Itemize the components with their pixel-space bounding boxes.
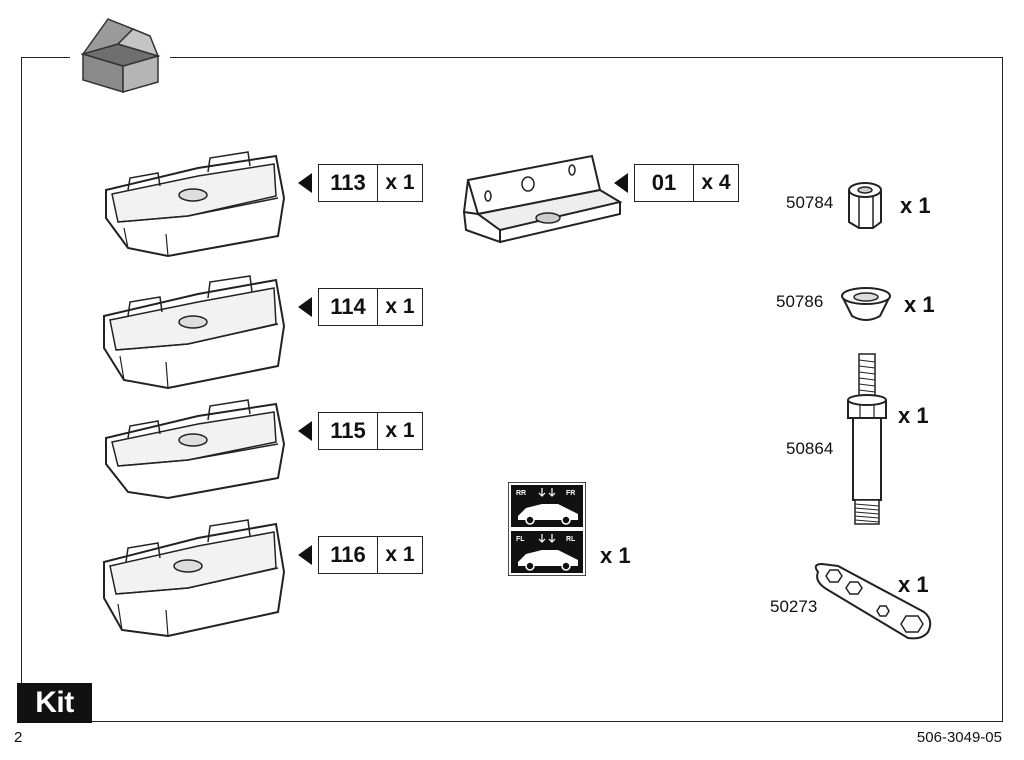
part-code: 114 xyxy=(318,288,378,326)
part-qty: x 1 xyxy=(378,164,423,202)
part-qty: x 1 xyxy=(378,412,423,450)
document-number: 506-3049-05 xyxy=(916,729,1002,746)
nut-qty: x 1 xyxy=(900,193,931,218)
part-code: 01 xyxy=(634,164,694,202)
callout-footpad-113: 113 x 1 xyxy=(298,164,423,202)
part-code: 115 xyxy=(318,412,378,450)
footpad-116-icon xyxy=(103,519,286,638)
footpad-114-icon xyxy=(103,275,286,390)
sticker-qty: x 1 xyxy=(600,543,631,568)
pointer-arrow-icon xyxy=(298,173,312,193)
part-qty: x 1 xyxy=(378,536,423,574)
wrench-icon xyxy=(814,562,932,640)
spacer-qty: x 1 xyxy=(898,403,929,428)
threaded-spacer-icon xyxy=(847,353,887,525)
part-code: 113 xyxy=(318,164,378,202)
kit-frame xyxy=(21,57,1003,722)
sticker-label-rl: RL xyxy=(566,536,576,543)
part-qty: x 1 xyxy=(378,288,423,326)
wrench-qty: x 1 xyxy=(898,572,929,597)
callout-bracket-01: 01 x 4 xyxy=(614,164,739,202)
pointer-arrow-icon xyxy=(298,297,312,317)
sticker-label-rr: RR xyxy=(516,490,526,497)
callout-footpad-116: 116 x 1 xyxy=(298,536,423,574)
cup-washer-icon xyxy=(841,287,891,321)
pointer-arrow-icon xyxy=(614,173,628,193)
position-sticker-icon: RR FR FL RL xyxy=(508,482,586,576)
part-code: 116 xyxy=(318,536,378,574)
part-number-50784: 50784 xyxy=(786,193,834,212)
part-number-50786: 50786 xyxy=(776,292,824,311)
sticker-label-fr: FR xyxy=(566,490,575,497)
box-icon xyxy=(80,18,161,94)
pointer-arrow-icon xyxy=(298,421,312,441)
part-qty: x 4 xyxy=(694,164,739,202)
footpad-113-icon xyxy=(105,151,286,258)
hex-nut-icon xyxy=(848,182,882,229)
callout-footpad-115: 115 x 1 xyxy=(298,412,423,450)
page-number: 2 xyxy=(14,729,23,746)
footpad-115-icon xyxy=(105,399,286,500)
part-number-50273: 50273 xyxy=(770,597,818,616)
part-number-50864: 50864 xyxy=(786,439,834,458)
callout-footpad-114: 114 x 1 xyxy=(298,288,423,326)
washer-qty: x 1 xyxy=(904,292,935,317)
mounting-bracket-icon xyxy=(462,154,623,244)
sticker-label-fl: FL xyxy=(516,536,525,543)
kit-label: Kit xyxy=(17,683,92,723)
pointer-arrow-icon xyxy=(298,545,312,565)
